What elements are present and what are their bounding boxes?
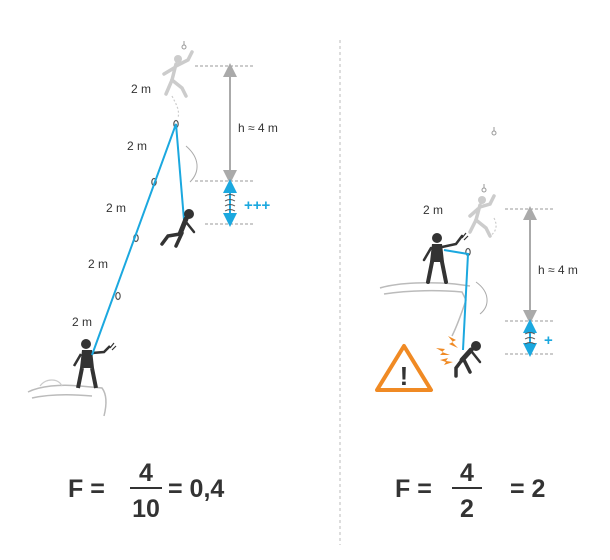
right-seg1-label: 2 m (423, 203, 443, 217)
left-fallen-climber (160, 209, 196, 248)
svg-text:4: 4 (460, 459, 474, 487)
warning-triangle-icon: ! (375, 344, 433, 392)
left-height-label: h ≈ 4 m (238, 121, 278, 135)
left-ledge (27, 384, 107, 417)
left-seg3-label: 2 m (106, 201, 126, 215)
left-scenario: 2 m 2 m 2 m 2 m 2 m h ≈ 4 m +++ F = 4 10… (27, 41, 278, 523)
right-stretch-indicator: + (544, 332, 553, 349)
right-ledge (379, 282, 471, 337)
right-formula: F = 4 2 = 2 (395, 459, 545, 523)
right-scenario: ! 2 m h ≈ 4 m + F = 4 2 = 2 (375, 127, 578, 523)
svg-text:= 0,4: = 0,4 (168, 475, 224, 503)
svg-text:F =: F = (395, 475, 432, 503)
right-spring-icon (524, 332, 536, 345)
left-belayer-figure (72, 339, 111, 389)
left-seg2-label: 2 m (127, 139, 147, 153)
right-rope (443, 249, 470, 351)
impact-bolt-icon (436, 336, 458, 365)
left-spring-icon (224, 194, 236, 212)
svg-text:= 2: = 2 (510, 475, 545, 503)
right-fallen-climber (454, 341, 482, 378)
svg-text:10: 10 (132, 495, 160, 523)
left-seg5-label: 2 m (72, 315, 92, 329)
svg-text:!: ! (400, 361, 409, 391)
right-ghost-climber (468, 194, 496, 238)
left-seg1-label: 2 m (131, 82, 151, 96)
svg-text:F =: F = (68, 475, 105, 503)
svg-text:2: 2 (460, 495, 474, 523)
right-belayer-figure (422, 233, 464, 284)
left-stretch-indicator: +++ (244, 197, 271, 214)
right-height-label: h ≈ 4 m (538, 263, 578, 277)
left-seg4-label: 2 m (88, 257, 108, 271)
left-ghost-climber (162, 50, 194, 98)
left-rope (91, 123, 185, 356)
left-formula: F = 4 10 = 0,4 (68, 459, 224, 523)
svg-text:4: 4 (139, 459, 153, 487)
